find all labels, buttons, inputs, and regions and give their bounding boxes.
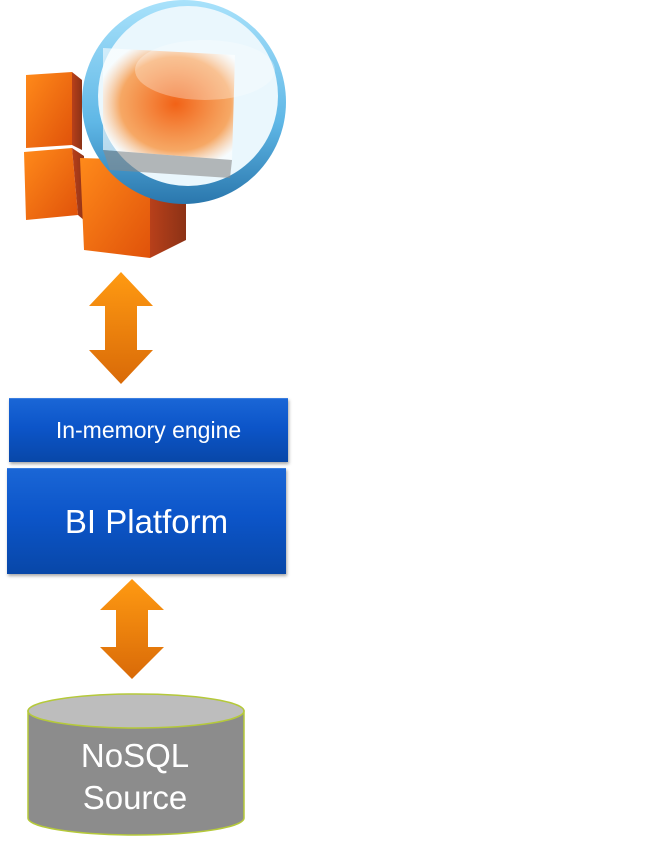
in-memory-engine-box: In-memory engine — [9, 398, 288, 462]
database-cylinder-icon — [27, 693, 245, 836]
nosql-source-label: NoSQL Source — [28, 735, 242, 819]
in-memory-engine-label: In-memory engine — [55, 417, 242, 443]
bi-platform-box: BI Platform — [7, 468, 286, 574]
bi-platform-label: BI Platform — [64, 502, 229, 540]
cubes-magnifier-logo-icon — [24, 0, 286, 258]
bidirectional-arrow-icon — [100, 579, 164, 679]
magnifier-lens — [82, 0, 286, 204]
nosql-source-label-line-1: NoSQL — [80, 737, 190, 774]
nosql-source-label-line-2: Source — [82, 779, 188, 816]
bidirectional-arrow-icon — [89, 272, 153, 384]
